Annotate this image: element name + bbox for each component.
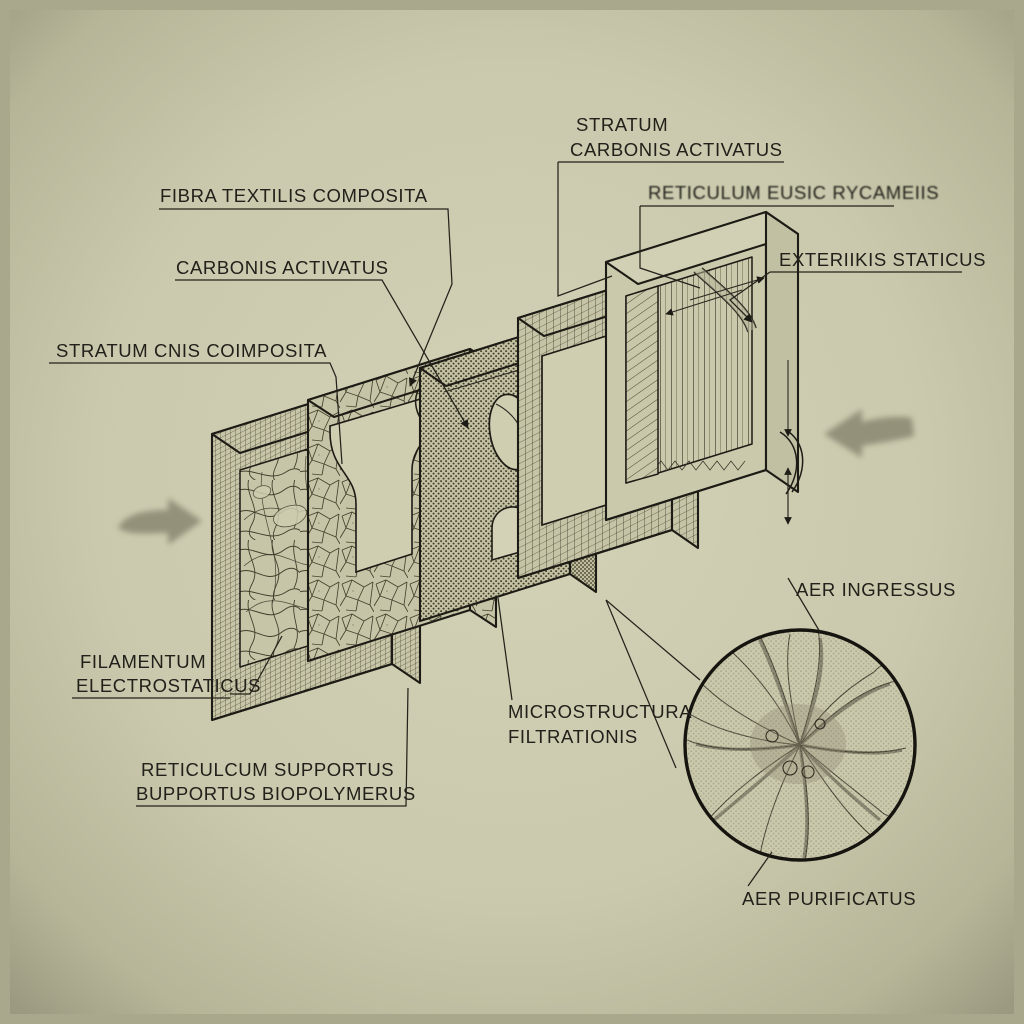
label-reticulum-garbled: RETICULUM EUSIC RYCAMEIIS [648,182,939,203]
label-microstructura: MICROSTRUCTURA [508,701,692,722]
label-aer-purificatus: AER PURIFICATUS [742,888,916,909]
label-stratum-carbonis-line1: STRATUM [576,114,668,135]
label-fibra-textilis-composita: FIBRA TEXTILIS COMPOSITA [160,185,428,206]
labels-layer: STRATUM CARBONIS ACTIVATUS FIBRA TEXTILI… [49,114,986,909]
label-aer-ingressus: AER INGRESSUS [796,579,956,600]
label-filtrationis: FILTRATIONIS [508,726,638,747]
label-carbonis-activatus: CARBONIS ACTIVATUS [176,257,389,278]
outlet-flow-arrow [824,409,914,458]
label-stratum-cnis-coimposita: STRATUM CNIS COIMPOSITA [56,340,327,361]
inlet-flow-arrow [118,498,202,545]
label-bupportus-biopolymerus: BUPPORTUS BIOPOLYMERUS [136,783,416,804]
label-reticulcum-supportus: RETICULCUM SUPPORTUS [141,759,394,780]
label-stratum-carbonis-line2: CARBONIS ACTIVATUS [570,139,783,160]
label-electrostaticus: ELECTROSTATICUS [76,675,261,696]
panel-pleated-prefilter [604,210,804,525]
microstructure-detail-circle [683,628,917,862]
label-exteriikis-staticus: EXTERIIKIS STATICUS [779,249,986,270]
label-filamentum: FILAMENTUM [80,651,206,672]
leader-lines [230,162,821,887]
